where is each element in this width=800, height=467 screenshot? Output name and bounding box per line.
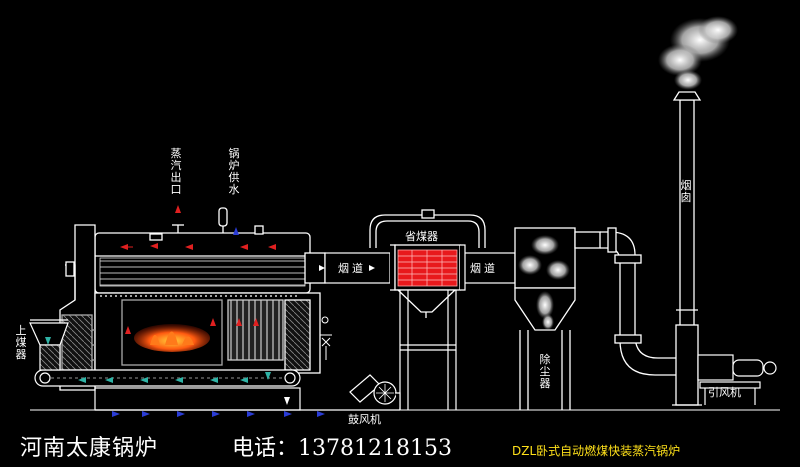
rear-valves xyxy=(320,316,332,360)
cold-air-arrows xyxy=(45,337,271,383)
label-flue-right: 烟道 xyxy=(470,262,498,275)
dust-collector-smoke xyxy=(518,235,570,330)
label-economizer: 省煤器 xyxy=(405,230,438,243)
blower-arrows xyxy=(112,227,325,417)
chimney xyxy=(672,91,702,406)
label-boiler-feedwater: 锅炉供水 xyxy=(228,147,240,196)
label-blower: 鼓风机 xyxy=(348,413,381,426)
chain-grate xyxy=(34,369,301,411)
chimney-smoke xyxy=(658,16,738,90)
exhaust-pipe xyxy=(600,227,678,376)
steam-arrows xyxy=(120,205,276,334)
boiler-body xyxy=(59,207,326,391)
blower-fan xyxy=(349,374,401,410)
economizer-support xyxy=(399,290,457,410)
label-steam-outlet: 蒸汽出口 xyxy=(170,147,182,196)
flue-duct-right xyxy=(459,244,516,291)
label-chimney: 烟囱 xyxy=(680,179,692,204)
label-flue-left: 烟道 xyxy=(338,262,366,275)
flame-tongues xyxy=(150,331,194,345)
phone-number: 电话：13781218153 xyxy=(232,436,452,461)
flue-duct-left xyxy=(324,244,396,291)
flue-arrows xyxy=(284,265,375,405)
economizer xyxy=(369,209,486,318)
label-coal-feed: 上煤器 xyxy=(15,324,27,361)
product-name: DZL卧式自动燃煤快装蒸汽锅炉 xyxy=(512,444,681,458)
label-induced-fan: 引风机 xyxy=(708,386,741,399)
coal-hopper xyxy=(29,319,69,371)
induced-draft-fan xyxy=(697,354,777,405)
label-dust-collector: 除尘器 xyxy=(539,353,551,390)
company-name: 河南太康锅炉 xyxy=(20,436,159,461)
